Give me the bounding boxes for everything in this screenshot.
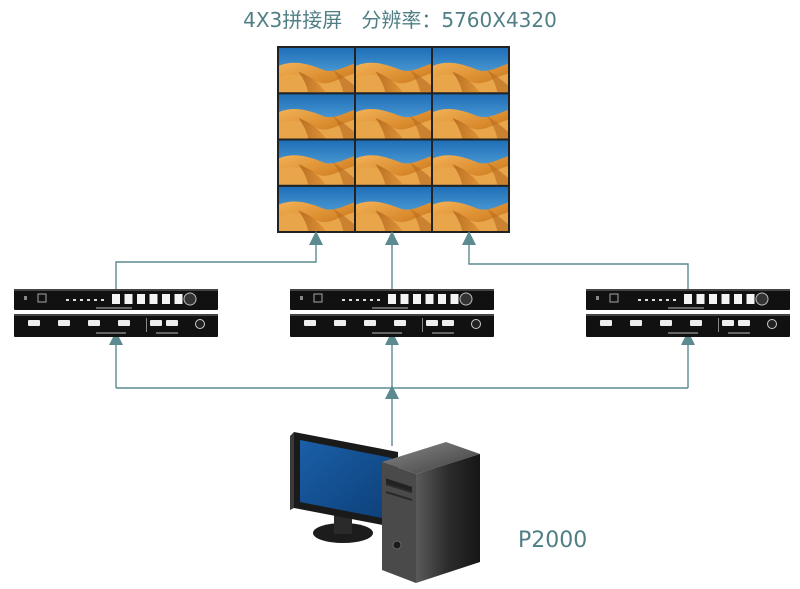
hdmi-port-icon bbox=[334, 320, 346, 326]
processor-bottom-unit bbox=[14, 314, 218, 337]
connector-left-to-wall bbox=[115, 231, 323, 290]
power-switch-icon bbox=[609, 293, 619, 303]
control-button-icon bbox=[450, 294, 459, 304]
tower-power-button bbox=[392, 540, 402, 550]
hdmi-port-icon bbox=[88, 320, 100, 326]
processor-right bbox=[586, 289, 790, 337]
video-wall-tile bbox=[356, 94, 431, 139]
monitor-side bbox=[290, 432, 294, 510]
hdmi-port-icon bbox=[166, 320, 178, 326]
video-wall-tile bbox=[433, 140, 508, 185]
page-title: 4X3拼接屏 分辨率：5760X4320 bbox=[243, 8, 557, 32]
processor-group bbox=[14, 289, 790, 337]
video-wall-tile bbox=[356, 48, 431, 93]
control-button-icon bbox=[162, 294, 170, 304]
hdmi-port-icon bbox=[600, 320, 612, 326]
control-button-icon bbox=[734, 294, 742, 304]
knob-icon bbox=[459, 292, 473, 306]
control-button-icon bbox=[149, 294, 158, 304]
video-wall-tile bbox=[279, 140, 354, 185]
video-wall-tile bbox=[279, 186, 354, 231]
control-button-icon bbox=[746, 294, 755, 304]
control-button-icon bbox=[137, 294, 145, 304]
control-button-icon bbox=[174, 294, 183, 304]
video-wall-tile bbox=[433, 186, 508, 231]
control-button-icon bbox=[425, 294, 434, 304]
computer-label: P2000 bbox=[518, 528, 588, 553]
hdmi-port-icon bbox=[722, 320, 734, 326]
control-button-icon bbox=[696, 294, 705, 304]
hdmi-port-icon bbox=[394, 320, 406, 326]
control-button-icon bbox=[388, 294, 396, 304]
tower-front bbox=[382, 462, 416, 583]
hdmi-port-icon bbox=[304, 320, 316, 326]
control-button-icon bbox=[400, 294, 409, 304]
tower-top bbox=[382, 442, 480, 474]
video-wall bbox=[277, 46, 510, 233]
video-wall-tile bbox=[279, 94, 354, 139]
monitor-screen bbox=[300, 440, 392, 520]
hdmi-port-icon bbox=[118, 320, 130, 326]
hdmi-port-icon bbox=[28, 320, 40, 326]
knob-icon bbox=[755, 292, 769, 306]
tower-side bbox=[416, 454, 480, 583]
control-button-icon bbox=[684, 294, 692, 304]
control-button-icon bbox=[124, 294, 133, 304]
video-wall-tile bbox=[433, 94, 508, 139]
hdmi-port-icon bbox=[630, 320, 642, 326]
hdmi-port-icon bbox=[58, 320, 70, 326]
power-switch-icon bbox=[37, 293, 47, 303]
power-port-icon bbox=[195, 319, 205, 329]
power-port-icon bbox=[471, 319, 481, 329]
hdmi-port-icon bbox=[426, 320, 438, 326]
control-button-icon bbox=[721, 294, 730, 304]
processor-middle bbox=[290, 289, 494, 337]
hdmi-port-icon bbox=[150, 320, 162, 326]
control-button-icon bbox=[438, 294, 446, 304]
hdmi-port-icon bbox=[660, 320, 672, 326]
control-button-icon bbox=[413, 294, 421, 304]
tower-drive-bay bbox=[386, 478, 412, 492]
hdmi-port-icon bbox=[364, 320, 376, 326]
processor-bottom-unit bbox=[290, 314, 494, 337]
control-button-icon bbox=[709, 294, 717, 304]
video-wall-tile bbox=[356, 186, 431, 231]
power-port-icon bbox=[767, 319, 777, 329]
connector-right-to-wall bbox=[462, 231, 689, 290]
hdmi-port-icon bbox=[738, 320, 750, 326]
video-wall-tile bbox=[279, 48, 354, 93]
video-wall-tile bbox=[356, 140, 431, 185]
power-switch-icon bbox=[313, 293, 323, 303]
hdmi-port-icon bbox=[442, 320, 454, 326]
control-button-icon bbox=[112, 294, 120, 304]
processor-left bbox=[14, 289, 218, 337]
video-wall-tile bbox=[433, 48, 508, 93]
desktop-computer-icon bbox=[290, 432, 480, 583]
hdmi-port-icon bbox=[690, 320, 702, 326]
connector-lines bbox=[109, 231, 695, 446]
knob-icon bbox=[183, 292, 197, 306]
processor-bottom-unit bbox=[586, 314, 790, 337]
